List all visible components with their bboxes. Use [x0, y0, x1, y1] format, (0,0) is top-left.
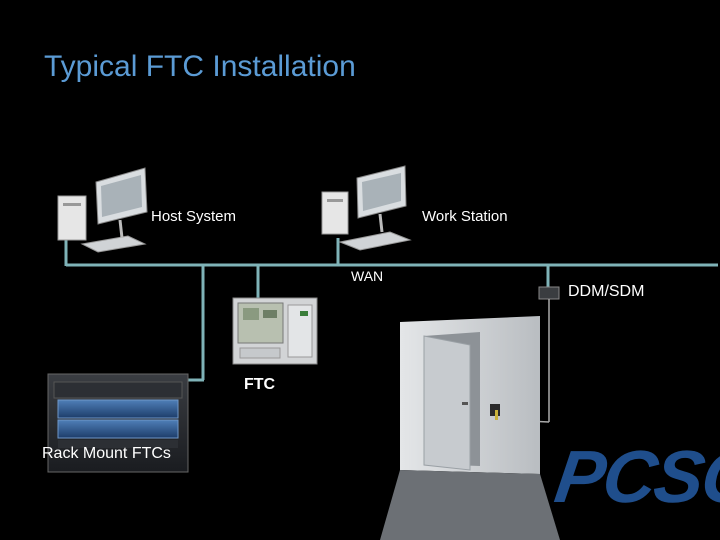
rack-mount-icon	[47, 373, 189, 473]
host-system-label: Host System	[151, 208, 237, 225]
network-lines	[64, 238, 718, 382]
ftc-label: FTC	[244, 376, 276, 393]
door-icon	[380, 316, 560, 540]
work-station-label: Work Station	[422, 208, 508, 225]
rack-mount-label: Rack Mount FTCs	[42, 445, 171, 462]
workstation-computer-icon	[321, 165, 412, 251]
ftc-controller-icon	[232, 297, 318, 365]
slide-title: Typical FTC Installation	[44, 50, 356, 83]
ddm-sdm-label: DDM/SDM	[568, 283, 645, 300]
pcsc-logo: PCSC	[550, 435, 720, 518]
wan-label: WAN	[351, 268, 384, 284]
host-computer-icon	[57, 167, 148, 253]
